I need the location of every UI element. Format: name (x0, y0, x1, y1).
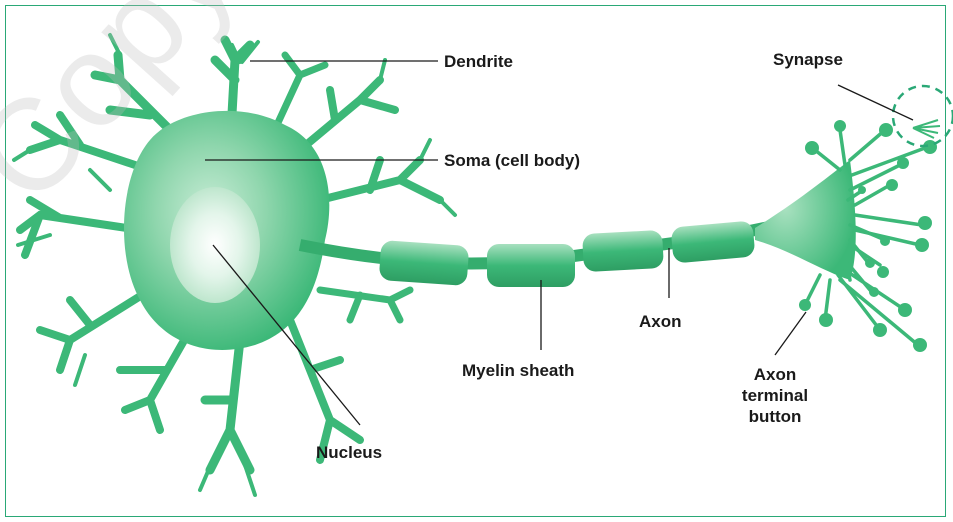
synapse-ring (893, 86, 953, 146)
label-myelin-sheath: Myelin sheath (462, 360, 574, 381)
label-nucleus: Nucleus (316, 442, 382, 463)
label-soma: Soma (cell body) (444, 150, 580, 171)
label-axon-terminal-line3: button (730, 406, 820, 427)
label-axon: Axon (639, 311, 682, 332)
label-axon-terminal-line2: terminal (730, 385, 820, 406)
axon-terminal-base (755, 160, 856, 280)
label-axon-terminal-button: Axon terminal button (730, 364, 820, 427)
label-dendrite: Dendrite (444, 51, 513, 72)
synapse-fan (913, 120, 940, 138)
myelin-segments (379, 220, 756, 287)
label-synapse: Synapse (773, 49, 843, 70)
label-axon-terminal-line1: Axon (730, 364, 820, 385)
